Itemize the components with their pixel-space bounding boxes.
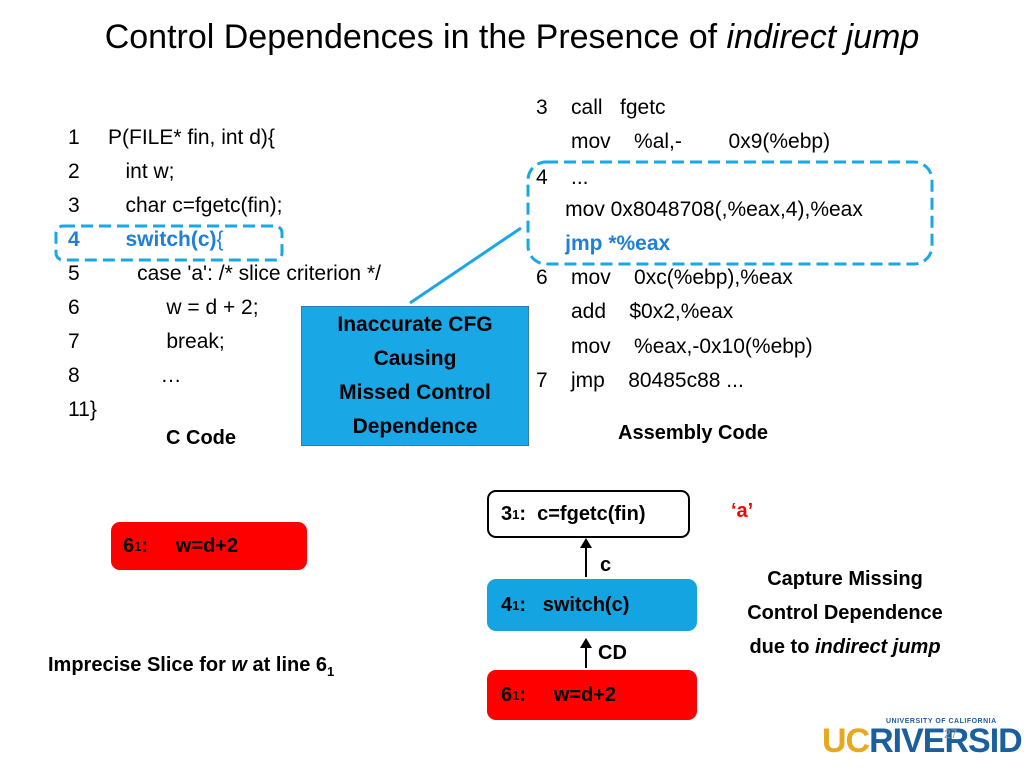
- c-line-6: 6 w = d + 2;: [68, 296, 259, 320]
- capture-line: due to: [749, 636, 815, 658]
- line-text: case 'a': /* slice criterion */: [108, 262, 381, 285]
- asm-code-caption: Assembly Code: [618, 422, 769, 444]
- asm-line: 7 jmp 80485c88 ...: [536, 369, 744, 392]
- line-number: 11: [68, 398, 90, 421]
- c-line-11: 11}: [68, 398, 97, 422]
- node-text: : w=d+2: [141, 534, 239, 557]
- capture-caption: Capture Missing Control Dependence due t…: [720, 562, 970, 664]
- line-number: 5: [68, 262, 80, 285]
- slide-title: Control Dependences in the Presence of i…: [0, 18, 1024, 57]
- asm-line: 3 call fgetc: [536, 96, 666, 119]
- uc-riverside-logo: UNIVERSITY OF CALIFORNIA UCRIVERSIDE 27: [822, 712, 1024, 762]
- node-subscript: 1: [512, 687, 520, 703]
- capture-line: Capture Missing: [767, 568, 923, 590]
- c-code-caption: C Code: [166, 427, 236, 449]
- line-text: break;: [108, 330, 225, 353]
- node-label: 6: [501, 683, 513, 706]
- case-a-label: ‘a’: [731, 500, 754, 522]
- line-number: 1: [68, 126, 80, 149]
- c-line-3: 3 char c=fgetc(fin);: [68, 194, 282, 218]
- line-text: P(FILE* fin, int d){: [108, 126, 275, 149]
- inaccurate-cfg-callout: Inaccurate CFG Causing Missed Control De…: [301, 306, 529, 446]
- caption-text: Imprecise Slice for: [48, 654, 232, 676]
- imprecise-slice-caption: Imprecise Slice for w at line 61: [48, 654, 334, 679]
- callout-line: Dependence: [352, 415, 478, 438]
- logo-small-text: UNIVERSITY OF CALIFORNIA: [886, 718, 997, 725]
- node-subscript: 1: [512, 597, 520, 613]
- line-text: switch(c): [108, 228, 217, 251]
- logo-uc: UC: [822, 722, 870, 760]
- line-text: }: [89, 398, 97, 421]
- node-label: 3: [501, 502, 513, 525]
- capture-line: Control Dependence: [747, 602, 943, 624]
- line-number: 4: [68, 228, 80, 251]
- asm-line: mov %eax,-0x10(%ebp): [536, 335, 813, 358]
- line-text: …: [108, 364, 182, 387]
- asm-line: mov 0x8048708(,%eax,4),%eax: [536, 198, 863, 221]
- node-subscript: 1: [134, 538, 142, 554]
- line-number: 8: [68, 364, 80, 387]
- c-switch-highlight-box: [54, 224, 284, 262]
- c-line-4: 4 switch(c){: [68, 228, 224, 252]
- asm-line-jump: jmp *%eax: [536, 232, 671, 255]
- node-text: : c=fgetc(fin): [519, 502, 646, 525]
- line-tail: {: [216, 228, 224, 251]
- line-text: w = d + 2;: [108, 296, 259, 319]
- node-label: 6: [123, 534, 135, 557]
- node-label: 4: [501, 593, 513, 616]
- c-line-2: 2 int w;: [68, 160, 175, 184]
- asm-line: add $0x2,%eax: [536, 300, 734, 323]
- callout-line: Inaccurate CFG: [337, 313, 493, 336]
- line-number: 2: [68, 160, 80, 183]
- line-text: int w;: [108, 160, 175, 183]
- capture-emph: indirect jump: [814, 636, 941, 658]
- caption-var: w: [231, 654, 247, 676]
- edge-top-arrowhead: [580, 538, 592, 548]
- asm-line: 6 mov 0xc(%ebp),%eax: [536, 266, 793, 289]
- callout-line: Causing: [373, 347, 457, 370]
- line-number: 3: [68, 194, 80, 217]
- title-emph: indirect jump: [726, 18, 920, 56]
- title-main: Control Dependences in the Presence of: [104, 18, 727, 56]
- node-subscript: 1: [512, 506, 520, 522]
- c-line-8: 8 …: [68, 364, 182, 388]
- node-text: : w=d+2: [519, 683, 617, 706]
- line-text: char c=fgetc(fin);: [108, 194, 283, 217]
- callout-connector: [409, 226, 522, 305]
- c-line-1: 1 P(FILE* fin, int d){: [68, 126, 275, 150]
- line-number: 7: [68, 330, 80, 353]
- edge-bottom-arrowhead: [580, 638, 592, 648]
- page-number: 27: [944, 727, 958, 741]
- caption-subscript: 1: [327, 664, 335, 679]
- asm-jump-highlight-box: [526, 160, 934, 266]
- callout-line: Missed Control: [339, 381, 491, 404]
- logo-riverside: RIVERSIDE: [869, 722, 1024, 760]
- caption-text: at line 6: [246, 654, 328, 676]
- line-number: 6: [68, 296, 80, 319]
- asm-line: mov %al,- 0x9(%ebp): [536, 130, 831, 153]
- asm-line: 4 ...: [536, 166, 589, 189]
- edge-label-c: c: [600, 554, 612, 576]
- edge-label-cd: CD: [598, 642, 627, 664]
- c-line-7: 7 break;: [68, 330, 225, 354]
- node-text: : switch(c): [519, 593, 630, 616]
- logo-wordmark: UCRIVERSIDE: [822, 722, 1024, 761]
- c-line-5: 5 case 'a': /* slice criterion */: [68, 262, 381, 286]
